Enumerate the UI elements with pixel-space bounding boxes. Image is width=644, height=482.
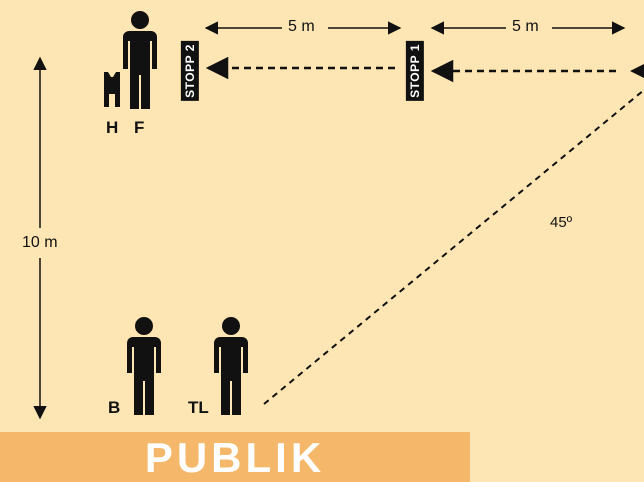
- angle-label: 45º: [550, 214, 573, 231]
- diagonal-45-line: [263, 89, 644, 405]
- distance-label-first: 5 m: [288, 18, 315, 35]
- audience-bar: [0, 432, 470, 482]
- leader-figure-icon: [214, 317, 248, 415]
- distance-label-second: 5 m: [512, 18, 539, 35]
- dog-figure-icon: [104, 72, 120, 107]
- height-label: 10 m: [22, 234, 58, 252]
- audience-label: PUBLIK: [144, 434, 326, 481]
- dog-label: H: [106, 118, 119, 137]
- stop-1-sign: STOPP 1: [405, 41, 424, 101]
- handler-label: F: [134, 118, 145, 137]
- stop-2-sign: STOPP 2: [180, 41, 199, 101]
- person-b-label: B: [108, 398, 121, 417]
- handler-figure-icon: [123, 11, 157, 109]
- person-b-figure-icon: [127, 317, 161, 415]
- path-arrow-right-edge: [630, 64, 644, 78]
- leader-label: TL: [188, 398, 209, 417]
